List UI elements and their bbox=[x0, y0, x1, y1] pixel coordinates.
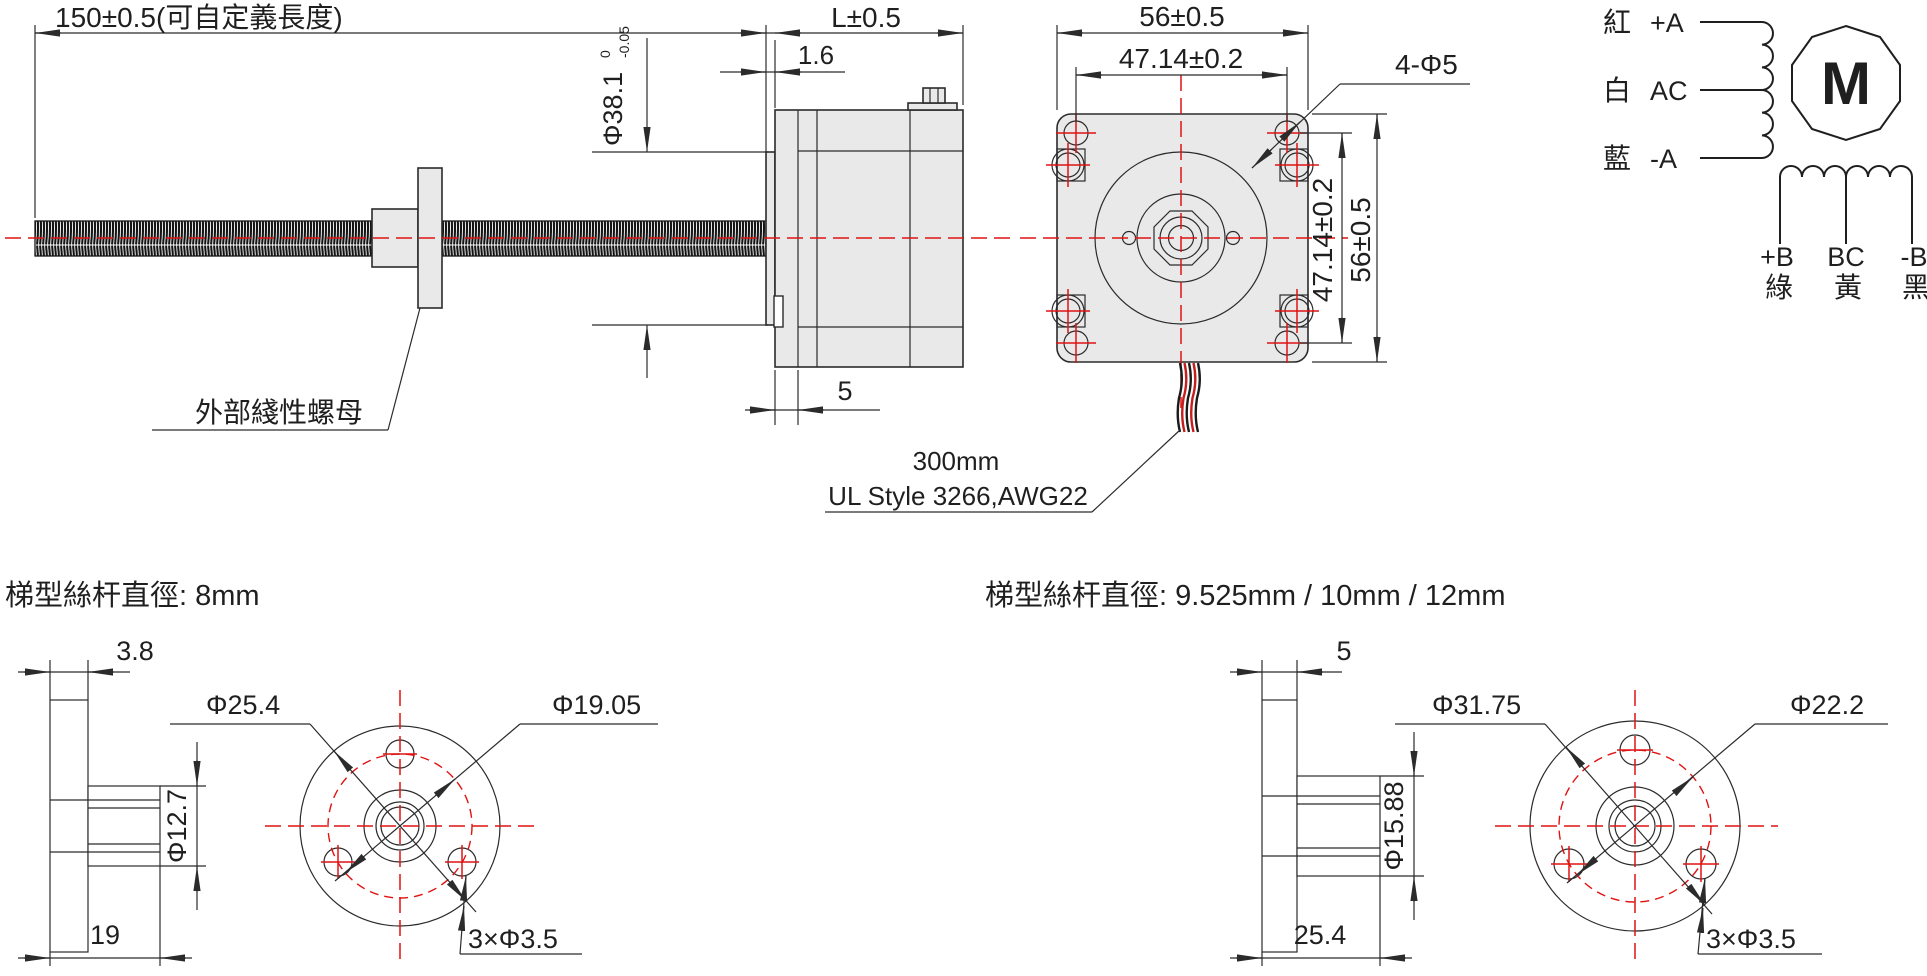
detail-8mm-length-text: 19 bbox=[90, 920, 120, 950]
nut-callout-text: 外部綫性螺母 bbox=[195, 397, 363, 428]
phase-b-coil bbox=[1779, 165, 1913, 244]
face-width-dim-text: 56±0.5 bbox=[1139, 1, 1224, 32]
detail-large-side-view bbox=[1261, 699, 1381, 953]
detail-large-outer-dia-text: Φ31.75 bbox=[1432, 690, 1521, 720]
boss-dia-tol-upper: 0 bbox=[597, 50, 613, 58]
motor-side-view bbox=[765, 87, 964, 368]
wire-b-minus-color: 黑 bbox=[1902, 272, 1927, 303]
cable-length-text: 300mm bbox=[913, 446, 1000, 476]
motor-cable bbox=[1176, 362, 1201, 433]
dim-front-plate: 5 bbox=[745, 370, 880, 425]
screw-length-dim-text: 150±0.5(可自定義長度) bbox=[55, 2, 343, 33]
wire-ac-terminal: AC bbox=[1650, 76, 1688, 106]
dim-hole-spacing-v: 47.14±0.2 bbox=[1300, 132, 1352, 344]
motor-symbol-letter: M bbox=[1821, 50, 1871, 117]
detail-large-holes-text: 3×Φ3.5 bbox=[1706, 924, 1796, 954]
face-height-dim-text: 56±0.5 bbox=[1345, 197, 1376, 282]
dim-face-width: 56±0.5 bbox=[1056, 1, 1309, 110]
nut-callout: 外部綫性螺母 bbox=[152, 307, 421, 431]
motor-face-view bbox=[1020, 75, 1348, 433]
nut-detail-large: 梯型絲杆直徑: 9.525mm / 10mm / 12mm 5 Φ15.88 bbox=[985, 579, 1888, 966]
wire-a-plus-color: 紅 bbox=[1603, 7, 1631, 38]
dim-screw-length: 150±0.5(可自定義長度) L±0.5 bbox=[34, 2, 964, 218]
hole-spacing-v-dim-text: 47.14±0.2 bbox=[1307, 178, 1338, 302]
detail-large-length-text: 25.4 bbox=[1294, 920, 1347, 950]
detail-8mm-outer-dia-text: Φ25.4 bbox=[206, 690, 280, 720]
boss-dia-tol-lower: -0.05 bbox=[616, 26, 632, 58]
wire-a-minus-color: 藍 bbox=[1603, 143, 1631, 174]
detail-large-thickness-text: 5 bbox=[1336, 636, 1351, 666]
detail-8mm-bolt-circle-text: Φ19.05 bbox=[552, 690, 641, 720]
hole-spacing-h-dim-text: 47.14±0.2 bbox=[1119, 43, 1243, 74]
dim-boss-diameter: Φ38.1 0 -0.05 bbox=[592, 26, 768, 378]
wire-b-minus-terminal: -B bbox=[1901, 242, 1927, 272]
wire-a-minus-terminal: -A bbox=[1650, 144, 1677, 174]
detail-8mm-side-view bbox=[49, 699, 161, 953]
cable-callout: 300mm UL Style 3266,AWG22 bbox=[825, 429, 1181, 513]
wire-b-plus-terminal: +B bbox=[1760, 242, 1794, 272]
mount-holes-callout-text: 4-Φ5 bbox=[1395, 49, 1458, 80]
detail-large-hub-dia-text: Φ15.88 bbox=[1379, 781, 1409, 870]
cable-spec-text: UL Style 3266,AWG22 bbox=[828, 481, 1088, 511]
dim-boss-height: 1.6 bbox=[720, 40, 845, 76]
wire-ac-color: 白 bbox=[1603, 75, 1631, 106]
motor-symbol: M bbox=[1791, 24, 1901, 142]
keyway-slot bbox=[773, 295, 784, 328]
detail-8mm-thickness-text: 3.8 bbox=[116, 636, 154, 666]
detail-large-bolt-circle-text: Φ22.2 bbox=[1790, 690, 1864, 720]
detail-8mm-holes-text: 3×Φ3.5 bbox=[468, 924, 558, 954]
dim-hole-spacing-h: 47.14±0.2 bbox=[1075, 43, 1288, 122]
callout-mount-holes: 4-Φ5 bbox=[1251, 49, 1470, 169]
motor-connector bbox=[907, 87, 958, 111]
detail-8mm-hole-ticks bbox=[321, 753, 479, 879]
boss-dia-dim-text: Φ38.1 bbox=[598, 72, 628, 146]
wiring-diagram: 紅 +A 白 AC 藍 -A M +B 綠 BC 黃 -B 黑 bbox=[1603, 7, 1927, 303]
wire-b-plus-color: 綠 bbox=[1765, 272, 1793, 303]
motor-length-dim-text: L±0.5 bbox=[831, 2, 901, 33]
phase-a-coil bbox=[1700, 21, 1774, 160]
detail-8mm-hub-dia-text: Φ12.7 bbox=[162, 789, 192, 863]
wire-bc-color: 黃 bbox=[1834, 272, 1862, 303]
nut-detail-8mm: 梯型絲杆直徑: 8mm 3.8 Φ12.7 19 bbox=[5, 579, 658, 966]
wire-a-plus-terminal: +A bbox=[1650, 8, 1684, 38]
detail-large-title: 梯型絲杆直徑: 9.525mm / 10mm / 12mm bbox=[985, 579, 1506, 612]
boss-height-dim-text: 1.6 bbox=[798, 40, 834, 70]
dim-face-height: 56±0.5 bbox=[1312, 113, 1387, 363]
detail-8mm-title: 梯型絲杆直徑: 8mm bbox=[5, 579, 260, 612]
wire-bc-terminal: BC bbox=[1827, 242, 1865, 272]
front-plate-dim-text: 5 bbox=[837, 376, 852, 406]
